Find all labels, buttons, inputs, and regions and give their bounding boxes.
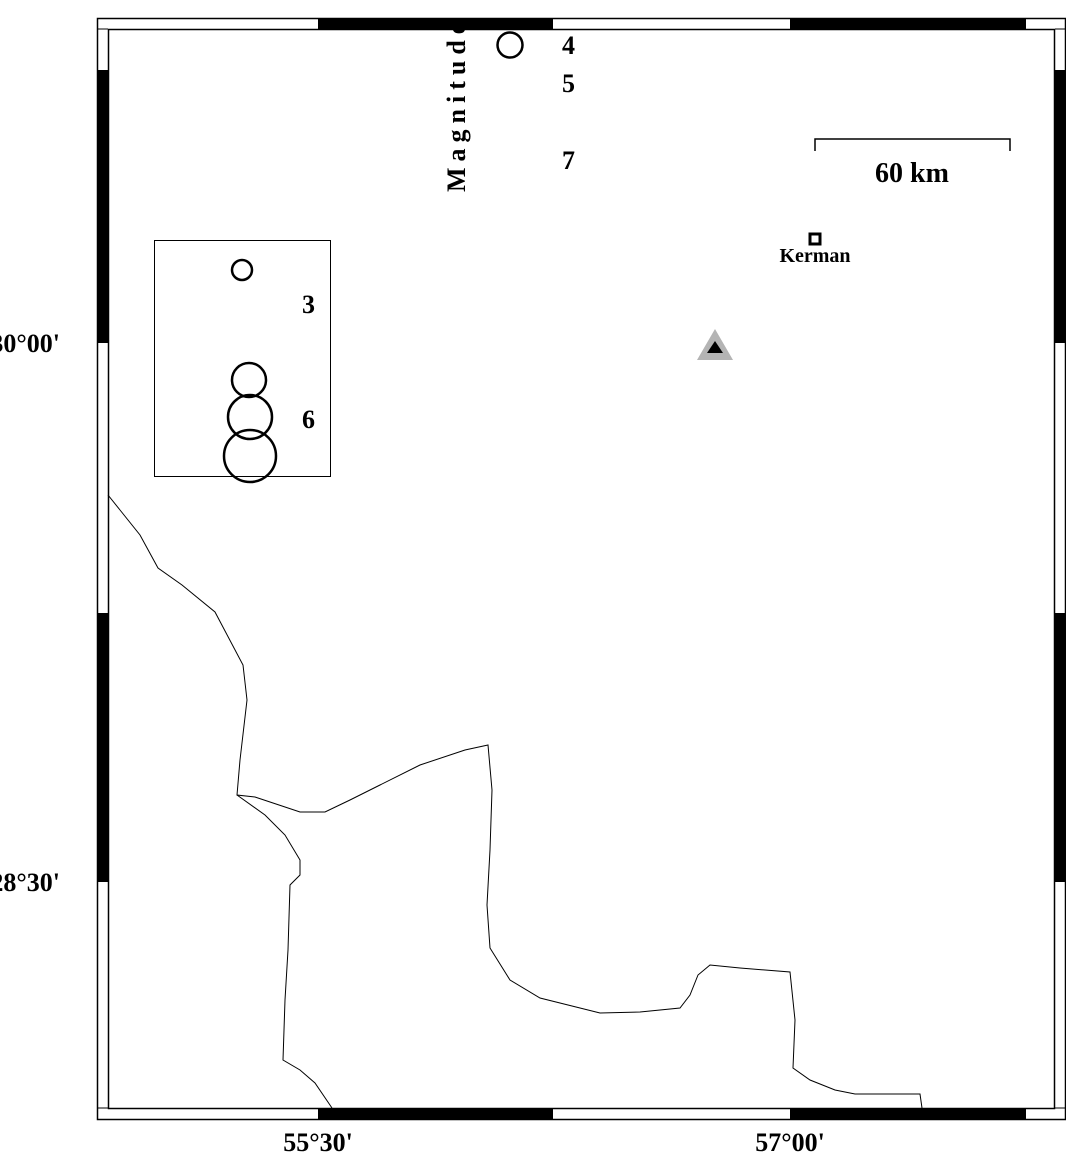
- legend-circle-5: [230, 361, 268, 399]
- magnitude-4-circle: [496, 31, 524, 59]
- station-triangle-inner-icon: [707, 341, 723, 353]
- magnitude-label-5: 5: [562, 69, 575, 98]
- legend-circle-7: [222, 428, 278, 484]
- inset-legend-box: [154, 240, 331, 477]
- magnitude-label-4: 4: [562, 31, 575, 60]
- scale-bar-label: 60 km: [875, 158, 949, 189]
- city-label-kerman: Kerman: [779, 245, 850, 267]
- legend-circle-3: [230, 258, 254, 282]
- city-square-icon: [808, 232, 822, 246]
- legend-circle-6: [226, 393, 274, 441]
- lon-label-55-30: 55°30': [283, 1128, 353, 1157]
- lat-label-28-30: 28°30': [0, 868, 60, 897]
- magnitude-legend-title: Magnitude: [442, 17, 471, 192]
- inset-label-6: 6: [302, 405, 315, 434]
- scale-bar: [814, 138, 1011, 151]
- coastline: [107, 494, 923, 1109]
- lat-label-30-00: 30°00': [0, 329, 60, 358]
- inset-label-3: 3: [302, 290, 315, 319]
- coastline-branch: [236, 794, 333, 1109]
- lon-label-57-00: 57°00': [755, 1128, 825, 1157]
- map-frame: [96, 17, 1066, 1121]
- magnitude-label-7: 7: [562, 146, 575, 175]
